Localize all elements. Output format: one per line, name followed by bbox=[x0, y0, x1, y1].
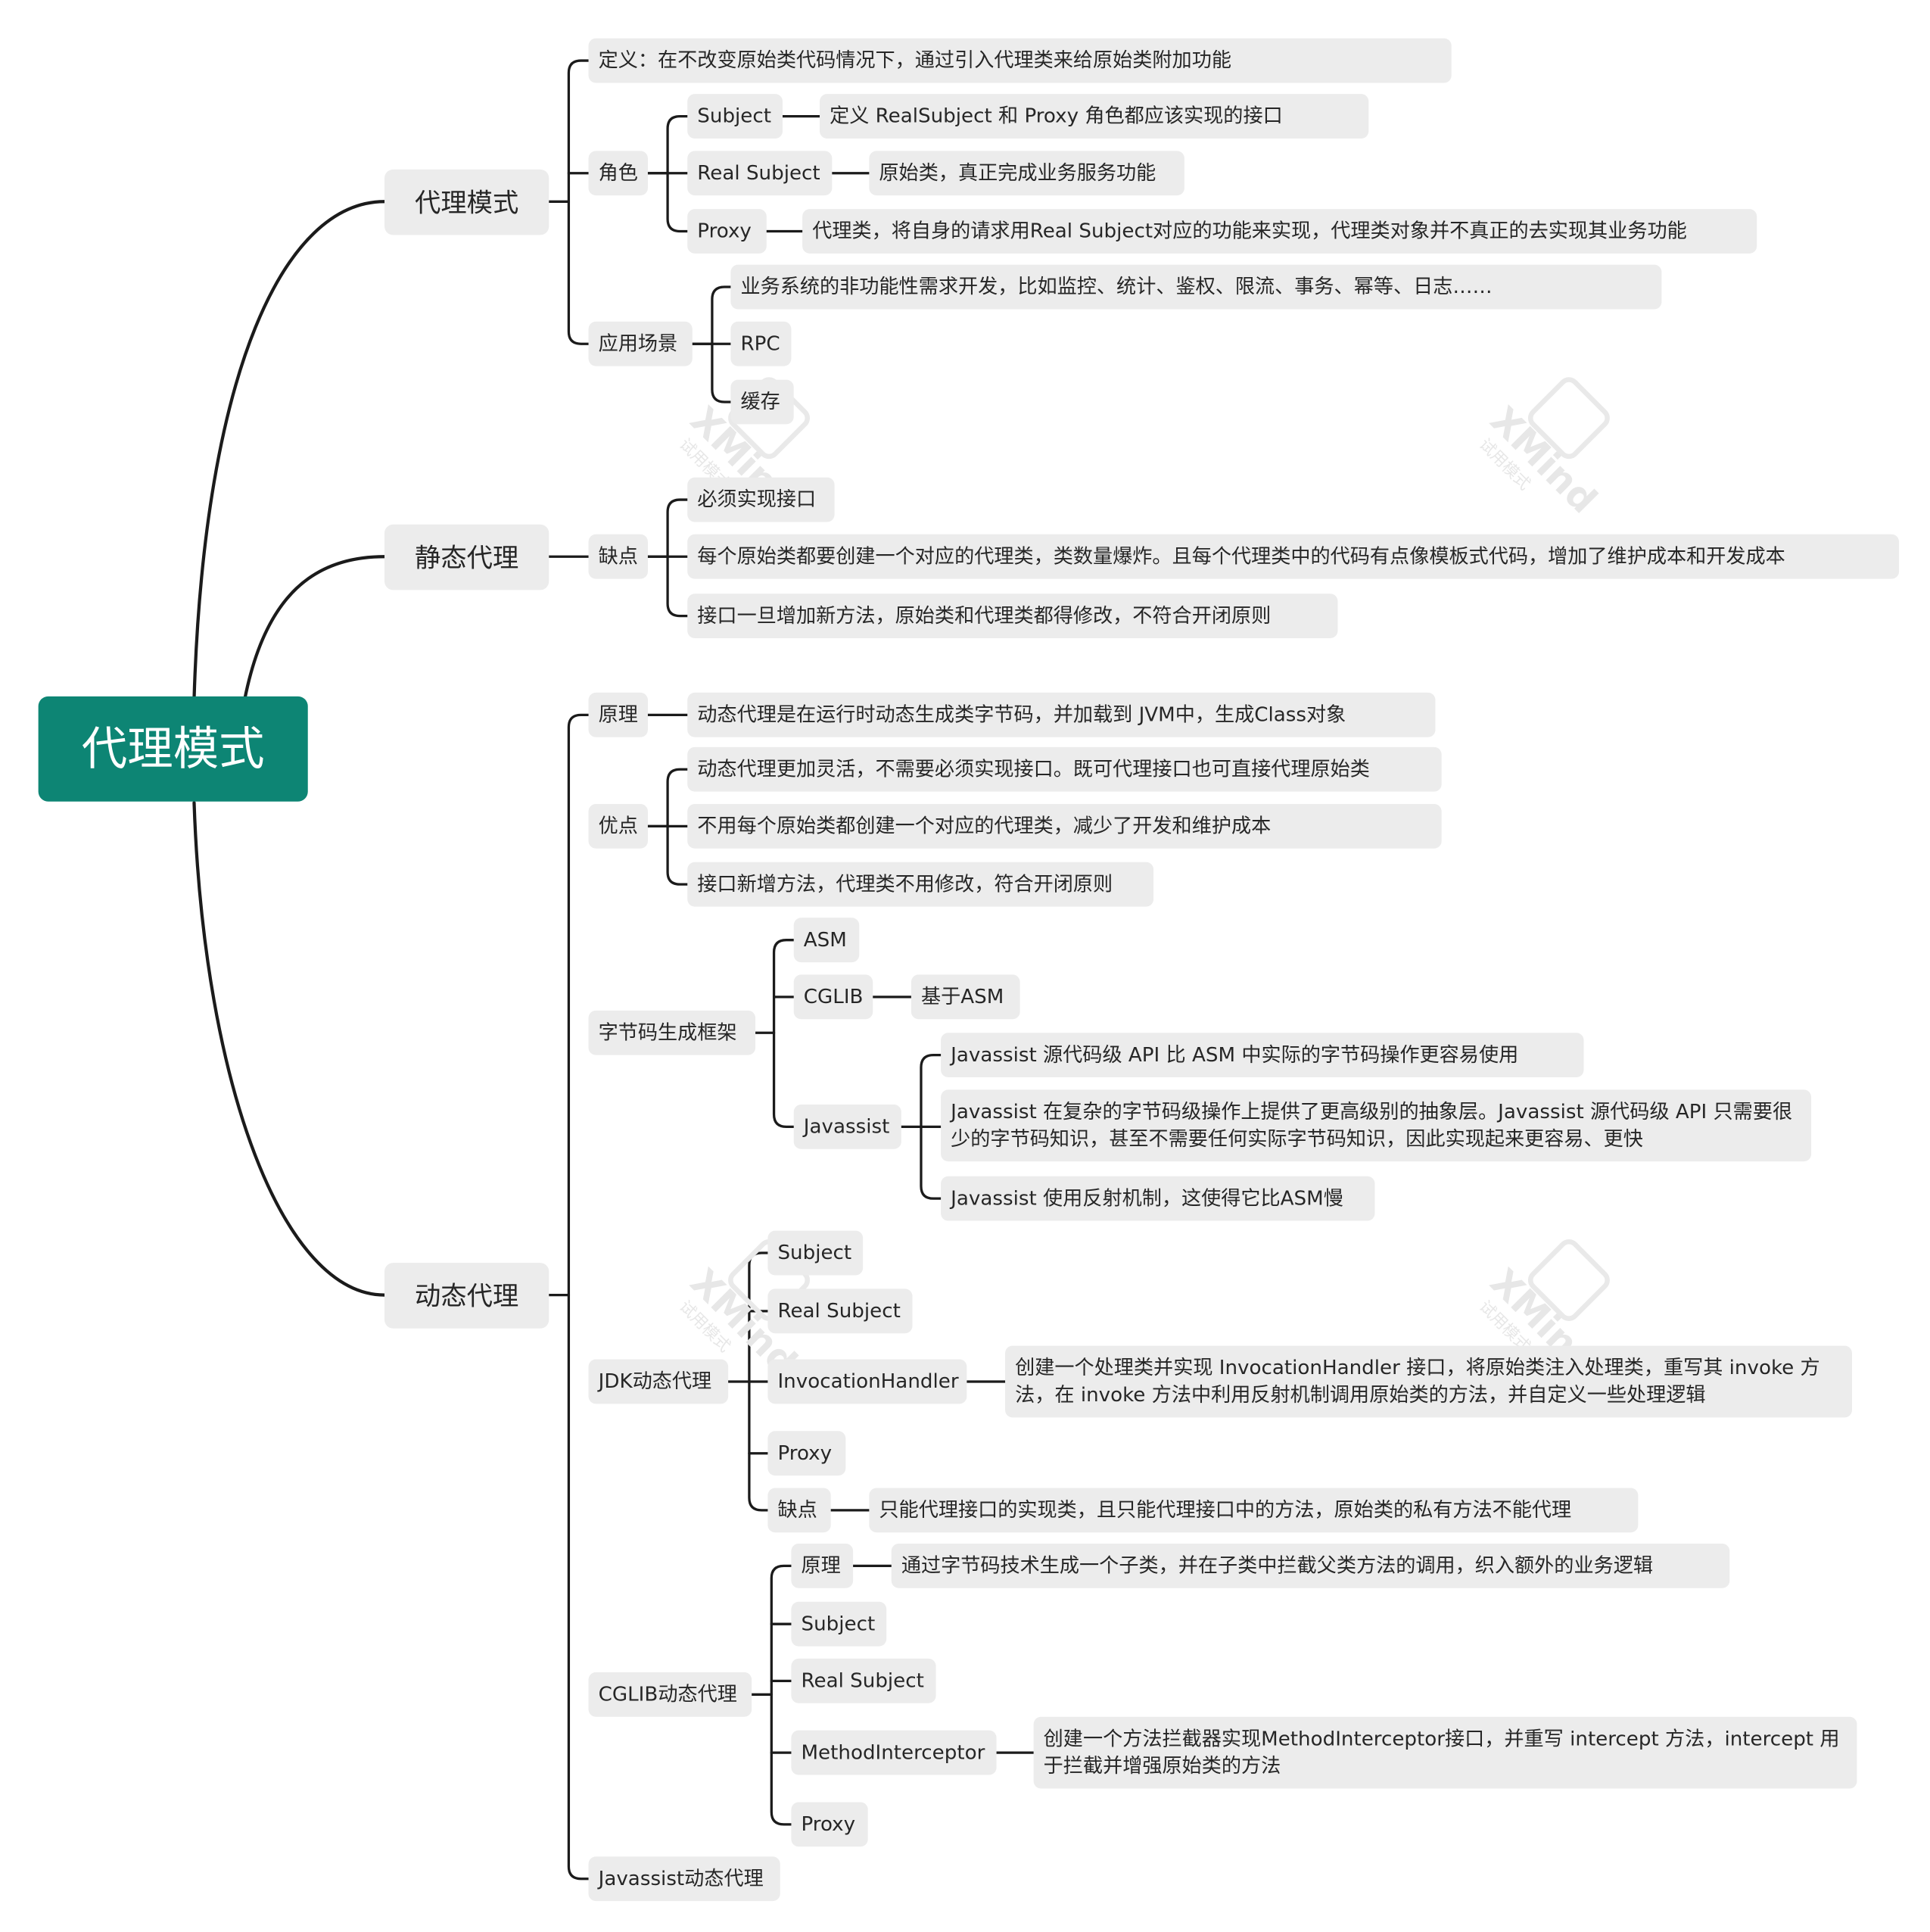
topic-jdk-cons[interactable]: 缺点 bbox=[767, 1488, 831, 1533]
topic-bytecode-javassist[interactable]: Javassist bbox=[793, 1104, 901, 1149]
topic-cglib-subject[interactable]: Subject bbox=[791, 1601, 887, 1647]
branch-dynamic-proxy[interactable]: 动态代理 bbox=[384, 1263, 549, 1329]
topic-role-proxy-desc[interactable]: 代理类，将自身的请求用Real Subject对应的功能来实现，代理类对象并不真… bbox=[802, 209, 1757, 254]
topic-dynamic-pros[interactable]: 优点 bbox=[588, 803, 648, 849]
topic-javassist-easier-api[interactable]: Javassist 源代码级 API 比 ASM 中实际的字节码操作更容易使用 bbox=[941, 1033, 1584, 1078]
topic-jdk-cons-desc[interactable]: 只能代理接口的实现类，且只能代理接口中的方法，原始类的私有方法不能代理 bbox=[869, 1488, 1639, 1533]
topic-dynamic-principle-desc[interactable]: 动态代理是在运行时动态生成类字节码，并加载到 JVM中，生成Class对象 bbox=[687, 692, 1436, 737]
root-topic[interactable]: 代理模式 bbox=[38, 696, 308, 802]
topic-roles[interactable]: 角色 bbox=[588, 151, 648, 196]
topic-cglib-principle-desc[interactable]: 通过字节码技术生成一个子类，并在子类中拦截父类方法的调用，织入额外的业务逻辑 bbox=[891, 1543, 1730, 1588]
topic-role-subject[interactable]: Subject bbox=[687, 94, 783, 139]
topic-javassist-reflection-slow[interactable]: Javassist 使用反射机制，这使得它比ASM慢 bbox=[941, 1176, 1375, 1221]
topic-cglib-interceptor-desc[interactable]: 创建一个方法拦截器实现MethodInterceptor接口，并重写 inter… bbox=[1033, 1716, 1857, 1789]
topic-cglib-proxy-class[interactable]: Proxy bbox=[791, 1802, 868, 1847]
topic-cglib-principle[interactable]: 原理 bbox=[791, 1543, 854, 1588]
topic-scenario-rpc[interactable]: RPC bbox=[730, 321, 792, 366]
topic-javassist-abstraction[interactable]: Javassist 在复杂的字节码级操作上提供了更高级别的抽象层。Javassi… bbox=[941, 1089, 1812, 1162]
topic-jdk-proxy[interactable]: JDK动态代理 bbox=[588, 1359, 729, 1404]
topic-bytecode-cglib-desc[interactable]: 基于ASM bbox=[911, 974, 1020, 1020]
topic-jdk-subject[interactable]: Subject bbox=[767, 1230, 864, 1276]
topic-scenarios[interactable]: 应用场景 bbox=[588, 321, 693, 366]
topic-role-real-subject[interactable]: Real Subject bbox=[687, 151, 833, 196]
branch-proxy-pattern[interactable]: 代理模式 bbox=[384, 169, 549, 235]
branch-static-proxy[interactable]: 静态代理 bbox=[384, 524, 549, 591]
topic-dynamic-pro-cost[interactable]: 不用每个原始类都创建一个对应的代理类，减少了开发和维护成本 bbox=[687, 803, 1442, 849]
topic-role-real-subject-desc[interactable]: 原始类，真正完成业务服务功能 bbox=[869, 151, 1184, 196]
topic-dynamic-pro-flexible[interactable]: 动态代理更加灵活，不需要必须实现接口。既可代理接口也可直接代理原始类 bbox=[687, 746, 1442, 792]
topic-role-subject-desc[interactable]: 定义 RealSubject 和 Proxy 角色都应该实现的接口 bbox=[820, 94, 1369, 139]
topic-cglib-real-subject[interactable]: Real Subject bbox=[791, 1658, 936, 1703]
topic-bytecode-cglib[interactable]: CGLIB bbox=[793, 974, 873, 1020]
topic-jdk-handler-desc[interactable]: 创建一个处理类并实现 InvocationHandler 接口，将原始类注入处理… bbox=[1005, 1345, 1852, 1418]
topic-bytecode-frameworks[interactable]: 字节码生成框架 bbox=[588, 1010, 756, 1055]
topic-jdk-proxy-class[interactable]: Proxy bbox=[767, 1431, 846, 1476]
topic-static-con-open-closed[interactable]: 接口一旦增加新方法，原始类和代理类都得修改，不符合开闭原则 bbox=[687, 594, 1338, 639]
topic-dynamic-pro-open-closed[interactable]: 接口新增方法，代理类不用修改，符合开闭原则 bbox=[687, 862, 1154, 907]
topic-javassist-proxy[interactable]: Javassist动态代理 bbox=[588, 1856, 780, 1902]
topic-static-con-interface[interactable]: 必须实现接口 bbox=[687, 477, 835, 522]
topic-role-proxy[interactable]: Proxy bbox=[687, 209, 767, 254]
topic-static-cons[interactable]: 缺点 bbox=[588, 534, 648, 579]
topic-definition[interactable]: 定义：在不改变原始类代码情况下，通过引入代理类来给原始类附加功能 bbox=[588, 38, 1452, 83]
topic-cglib-method-interceptor[interactable]: MethodInterceptor bbox=[791, 1730, 997, 1775]
topic-bytecode-asm[interactable]: ASM bbox=[793, 918, 860, 963]
topic-scenario-nonfunctional[interactable]: 业务系统的非功能性需求开发，比如监控、统计、鉴权、限流、事务、幂等、日志…… bbox=[730, 264, 1662, 310]
topic-jdk-invocation-handler[interactable]: InvocationHandler bbox=[767, 1359, 967, 1404]
topic-cglib-proxy[interactable]: CGLIB动态代理 bbox=[588, 1672, 752, 1717]
topic-dynamic-principle[interactable]: 原理 bbox=[588, 692, 648, 737]
topic-jdk-real-subject[interactable]: Real Subject bbox=[767, 1289, 913, 1334]
topic-static-con-class-explosion[interactable]: 每个原始类都要创建一个对应的代理类，类数量爆炸。且每个代理类中的代码有点像模板式… bbox=[687, 534, 1900, 579]
topic-scenario-cache[interactable]: 缓存 bbox=[730, 379, 794, 425]
